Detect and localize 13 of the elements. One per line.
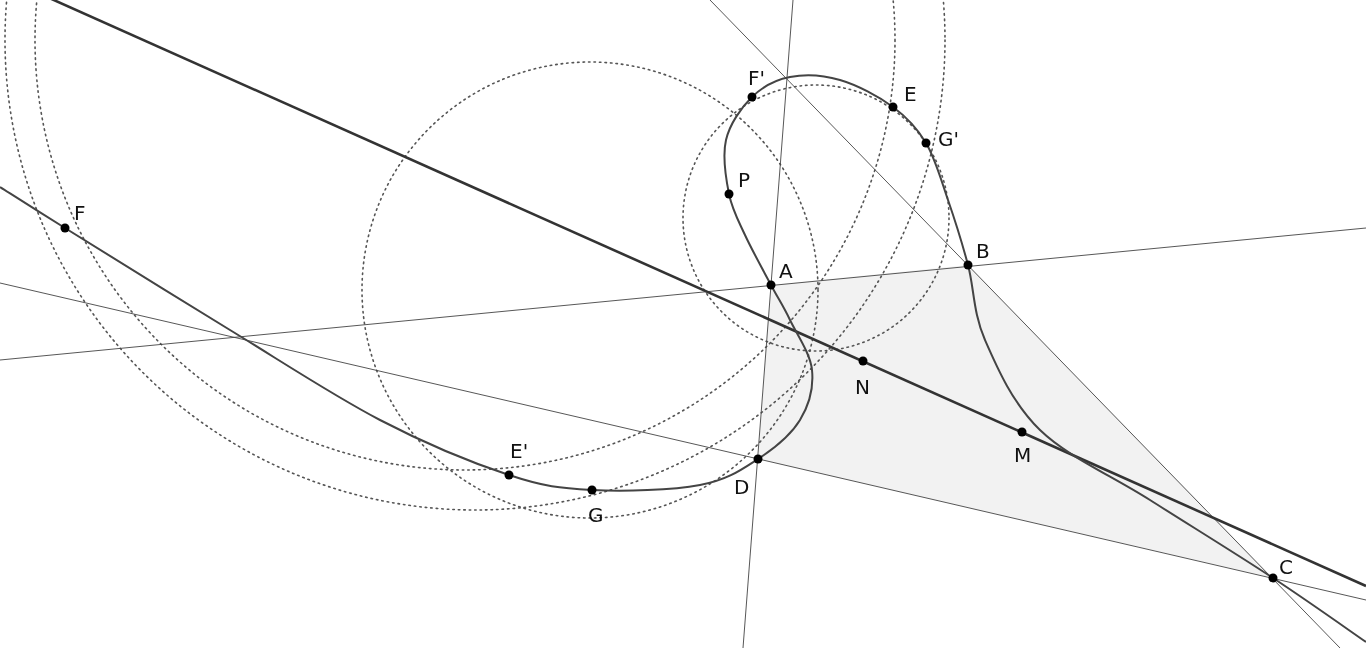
point-label: E' — [510, 441, 529, 461]
point-label: G' — [938, 129, 959, 149]
point-label: A — [779, 261, 793, 281]
point-label: C — [1279, 557, 1293, 577]
point-label: N — [855, 377, 870, 397]
point-label: D — [734, 477, 750, 497]
point-label: F — [74, 203, 86, 223]
point-label: G — [588, 505, 604, 525]
point-label: E — [904, 84, 917, 104]
point-label: P — [738, 170, 751, 190]
point-label: M — [1014, 445, 1032, 465]
point-label: B — [976, 241, 990, 261]
point-label: F' — [748, 68, 765, 88]
